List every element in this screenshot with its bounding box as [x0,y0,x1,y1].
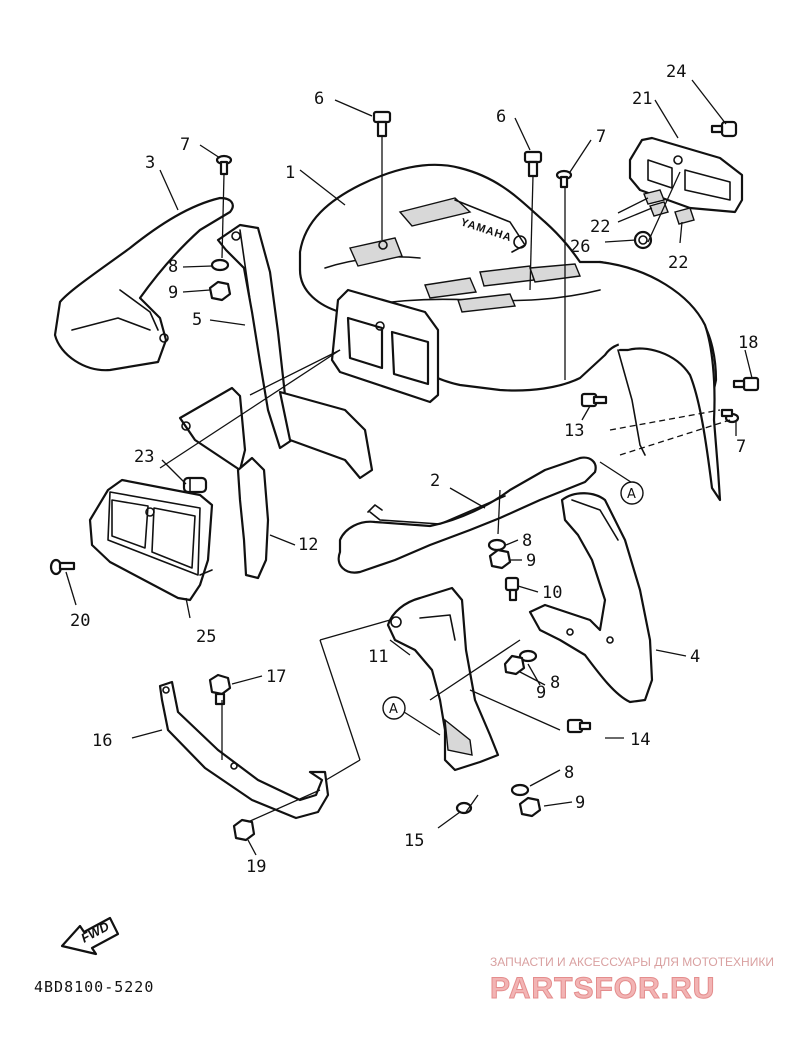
callout-22-a: 22 [590,217,610,237]
callout-9-b: 9 [526,551,536,571]
callout-9-c: 9 [536,683,546,703]
part-12-strut [236,456,270,580]
screw-20 [49,558,76,576]
nut-9-b [488,548,512,570]
callout-23: 23 [134,447,154,467]
reference-marks: A A [382,481,644,720]
ref-mark-a-2-label: A [389,702,398,717]
callout-9-a: 9 [168,283,178,303]
part-25-headlight-bezel [88,478,214,602]
callout-1: 1 [285,163,295,183]
grommet-23 [182,476,208,494]
callout-16: 16 [92,731,112,751]
callout-19: 19 [246,857,266,877]
part-3-side-cover [53,196,234,372]
part-1-front-fender: YAMAHA [298,163,722,502]
ref-mark-a-1 [620,481,644,505]
callout-8-b: 8 [522,531,532,551]
callout-6-a: 6 [314,89,324,109]
callout-26: 26 [570,237,590,257]
part-22-pads [643,189,695,225]
callout-13: 13 [564,421,584,441]
callout-10: 10 [542,583,562,603]
washer-8-d [510,783,530,797]
callout-9-d: 9 [575,793,585,813]
callout-8-a: 8 [168,257,178,277]
part-2-lower-panel [337,456,597,574]
bolt-13 [580,392,608,408]
callout-2: 2 [430,471,440,491]
nut-9-d [518,796,542,818]
callout-21: 21 [632,89,652,109]
part-11-inner-guard [386,586,500,772]
bolt-6-b [523,150,543,178]
watermark-logo: PARTSFOR.RU [490,972,715,1005]
nut-9-a [208,280,232,302]
callout-14: 14 [630,730,650,750]
bolt-14 [566,718,592,734]
washer-8-b [487,538,507,552]
callout-15: 15 [404,831,424,851]
callout-18: 18 [738,333,758,353]
callout-20: 20 [70,611,90,631]
part-4-fender-extension [528,492,654,704]
watermark-tagline: ЗАПЧАСТИ И АКСЕССУАРЫ ДЛЯ МОТОТЕХНИКИ [490,955,774,969]
ref-mark-a-1-label: A [627,487,636,502]
screw-7-a [215,154,233,176]
callout-17: 17 [266,667,286,687]
part-5-bracket [216,223,294,450]
callout-22-b: 22 [668,253,688,273]
callout-7-a: 7 [180,135,190,155]
bolt-10 [504,576,520,602]
part-bracket-panel [178,386,374,480]
screw-24 [710,120,738,138]
callout-8-d: 8 [564,763,574,783]
screw-7-b [555,169,573,189]
callout-3: 3 [145,153,155,173]
callout-6-b: 6 [496,107,506,127]
ref-mark-a-2 [382,696,406,720]
fwd-arrow: FWD [60,916,120,956]
callout-7-c: 7 [736,437,746,457]
callout-5: 5 [192,310,202,330]
callout-25: 25 [196,627,216,647]
nut-19 [232,818,256,842]
watermark: ЗАПЧАСТИ И АКСЕССУАРЫ ДЛЯ МОТОТЕХНИКИ PA… [490,955,774,1006]
bolt-17 [208,673,232,706]
callout-24: 24 [666,62,686,82]
screw-7-c [720,408,740,424]
callout-labels: 1 2 3 4 5 6 6 7 7 7 8 8 8 8 9 9 9 9 10 1… [70,62,758,877]
callout-8-c: 8 [550,673,560,693]
screw-18 [732,376,760,392]
callout-4: 4 [690,647,700,667]
fasteners [49,110,760,842]
bolt-6-a [372,110,392,138]
callout-12: 12 [298,535,318,555]
part-16-stay [158,680,330,820]
leader-lines [65,79,753,856]
callout-7-b: 7 [596,127,606,147]
washer-8-a [210,258,230,272]
nut-9-c [503,654,526,676]
washer-8-c [518,649,538,663]
callout-11: 11 [368,647,388,667]
drawing-number: 4BD8100-5220 [34,978,154,996]
